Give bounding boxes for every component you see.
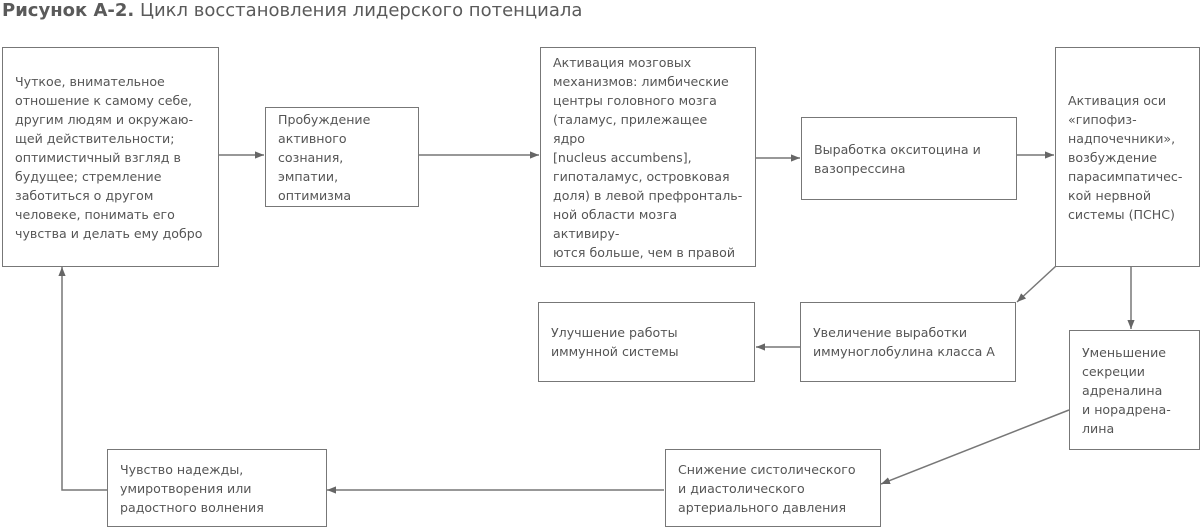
node-text: Увеличение выработки иммуноглобулина кла… [813,325,995,359]
node-adrenaline: Уменьшение секреции адреналина и норадре… [1069,330,1200,450]
node-immunoglobulin: Увеличение выработки иммуноглобулина кла… [800,302,1016,382]
node-text: Выработка окситоцина и вазопрессина [814,141,981,176]
node-text: Снижение систолического и диастолическог… [678,461,856,515]
arrow-adrenaline-pressure [880,409,1070,485]
arrow-axis-immunoglobulin [1016,265,1057,303]
node-axis: Активация оси «гипофиз- надпочечники», в… [1055,47,1200,267]
node-pressure: Снижение систолического и диастолическог… [665,449,881,527]
figure-label: Рисунок А-2. [2,0,135,21]
node-immune: Улучшение работы иммунной системы [538,302,755,382]
node-text: Улучшение работы иммунной системы [551,325,679,359]
arrow-hope-attitude [58,267,107,491]
node-text: Активация мозговых механизмов: лимбическ… [553,54,743,260]
node-text: Чуткое, внимательное отношение к самому … [15,73,203,241]
node-attitude: Чуткое, внимательное отношение к самому … [2,47,219,267]
node-hope: Чувство надежды, умиротворения или радос… [107,449,327,527]
node-text: Пробуждение активного сознания, эмпатии,… [278,111,371,203]
node-text: Активация оси «гипофиз- надпочечники», в… [1068,92,1183,222]
figure-title: Рисунок А-2. Цикл восстановления лидерск… [2,0,582,21]
node-oxytocin: Выработка окситоцина и вазопрессина [801,117,1017,200]
node-text: Чувство надежды, умиротворения или радос… [120,461,264,515]
node-awakening: Пробуждение активного сознания, эмпатии,… [265,107,419,207]
figure-caption: Цикл восстановления лидерского потенциал… [140,0,583,21]
node-brain: Активация мозговых механизмов: лимбическ… [540,47,756,267]
node-text: Уменьшение секреции адреналина и норадре… [1082,344,1171,436]
